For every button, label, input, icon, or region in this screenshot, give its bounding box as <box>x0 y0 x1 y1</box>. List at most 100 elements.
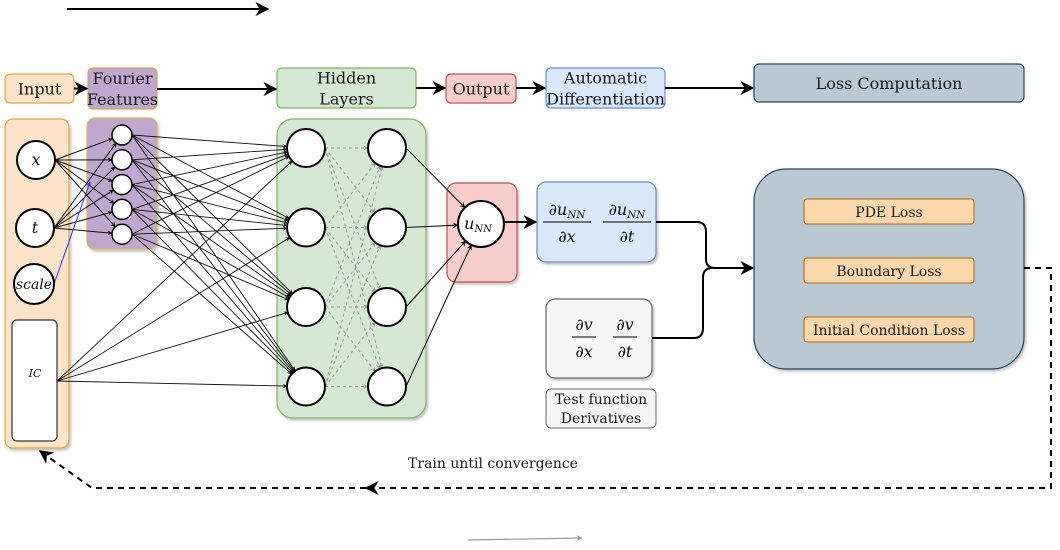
loss-item-box <box>803 198 975 225</box>
numerator-symbol: ∂u <box>609 200 628 219</box>
numerator-symbol: ∂u <box>549 200 568 219</box>
edge-hidden-hidden <box>324 306 376 372</box>
edge-ic-hidden <box>56 237 291 382</box>
edge-autodiff-loss <box>656 221 755 275</box>
numerator-symbol: ∂v <box>616 315 633 334</box>
loss-item-label: Initial Condition Loss <box>813 323 965 339</box>
ic-box <box>11 319 58 442</box>
fourier-node <box>111 173 133 196</box>
input-node-t <box>15 208 55 248</box>
edge-fourier-hidden <box>131 233 293 375</box>
edge-fourier-hidden <box>131 134 293 294</box>
input-node-label: t <box>32 218 39 237</box>
edge-fourier-hidden <box>131 147 288 161</box>
input-node-scale <box>13 263 55 305</box>
edge-hidden-hidden <box>324 165 381 308</box>
edge-hidden-output <box>405 147 466 209</box>
edge-fourier-hidden <box>131 134 290 219</box>
edge-hidden-hidden <box>324 147 381 290</box>
feedback-label: Train until convergence <box>408 456 578 472</box>
edge-fourier-hidden <box>131 150 288 186</box>
test-term-dx-numerator: ∂v <box>575 315 592 334</box>
edge-scale-fourier <box>53 181 91 285</box>
output-node <box>457 200 505 248</box>
edge-input-fourier <box>53 189 114 229</box>
stage-label-loss: Loss Computation <box>816 74 963 93</box>
test-term-dt-numerator: ∂v <box>616 315 633 334</box>
stage-label-hidden: Layers <box>319 90 374 109</box>
edge-test-loss <box>652 267 713 339</box>
edge-fourier-hidden <box>131 153 289 210</box>
stage-label-fourier: Fourier <box>92 69 152 88</box>
edge-fourier-hidden <box>131 159 292 296</box>
stage-label-autodiff: Differentiation <box>546 90 665 109</box>
edge-hidden-output <box>405 222 459 229</box>
numerator-symbol: ∂v <box>575 315 592 334</box>
stage-label-output: Output <box>453 80 510 99</box>
fourier-node <box>111 223 133 245</box>
edge-input-fourier <box>53 210 113 229</box>
numerator-subscript: NN <box>626 209 646 221</box>
autodiff-term-dt-numerator: ∂uNN <box>609 200 647 221</box>
edge-hidden-hidden <box>324 242 376 308</box>
output-node-symbol: u <box>464 214 474 233</box>
edge-fourier-hidden <box>131 134 296 372</box>
edge-fourier-hidden <box>131 208 288 228</box>
stage-header-row: InputFourierFeaturesHiddenLayersOutputAu… <box>4 63 1025 110</box>
edge-fourier-hidden <box>131 233 289 301</box>
edge-hidden-hidden <box>324 147 384 369</box>
hidden-node <box>367 207 407 248</box>
hidden-node <box>286 207 326 248</box>
input-node-label: scale <box>16 277 52 293</box>
network-edges <box>38 134 1052 495</box>
edge-fourier-hidden <box>131 159 289 222</box>
edge-fourier-hidden <box>131 209 294 374</box>
edge-ic-hidden <box>56 380 288 389</box>
edge-hidden-hidden <box>324 321 376 387</box>
edge-hidden-output <box>405 240 466 308</box>
hidden-node <box>367 366 407 407</box>
stage-label-input: Input <box>18 80 62 99</box>
test-function-caption: Test function <box>555 392 647 408</box>
input-node-x <box>16 140 56 180</box>
edge-hidden-hidden <box>324 227 376 293</box>
edge-input-fourier <box>53 227 113 236</box>
loss-item-label: PDE Loss <box>855 205 922 221</box>
fourier-node <box>111 124 133 146</box>
hidden-layers-panel <box>276 118 427 419</box>
edge-fourier-hidden <box>131 184 288 225</box>
output-node-subscript: NN <box>473 224 493 235</box>
loss-item-label: Boundary Loss <box>836 264 941 280</box>
edge-fourier-hidden <box>131 226 288 235</box>
test-term-dx-denominator: ∂x <box>575 342 592 361</box>
test-function-caption: Derivatives <box>561 411 641 427</box>
input-node-label: x <box>31 150 40 169</box>
hidden-node <box>367 287 407 327</box>
output-node-label: uNN <box>464 214 493 235</box>
edge-fourier-hidden <box>131 134 288 149</box>
edge-input-fourier <box>54 159 114 182</box>
loss-item-box <box>803 257 975 284</box>
fourier-node <box>111 149 133 171</box>
edge-fourier-hidden <box>131 184 294 373</box>
edge-input-fourier <box>54 159 116 228</box>
test-function-caption-box <box>545 388 657 429</box>
labels: Train until convergence ∂uNN∂x∂uNN∂t∂v∂x… <box>408 198 975 472</box>
stage-label-hidden: Hidden <box>317 69 376 88</box>
edge-fourier-hidden <box>131 156 290 235</box>
edge-fourier-hidden <box>131 209 290 299</box>
autodiff-term-dx-denominator: ∂x <box>558 227 575 246</box>
numerator-subscript: NN <box>566 209 586 221</box>
edge-hidden-hidden <box>324 147 376 213</box>
stage-label-fourier: Features <box>87 90 158 109</box>
edge-hidden-hidden <box>324 227 381 370</box>
feedback-return-edge <box>38 450 366 489</box>
edge-input-fourier <box>54 137 114 161</box>
feedback-loop-edge <box>364 267 1052 495</box>
edge-ic-hidden <box>56 311 289 382</box>
autodiff-term-dt-denominator: ∂t <box>620 227 635 246</box>
hidden-node <box>367 128 407 168</box>
hidden-node <box>286 366 326 407</box>
